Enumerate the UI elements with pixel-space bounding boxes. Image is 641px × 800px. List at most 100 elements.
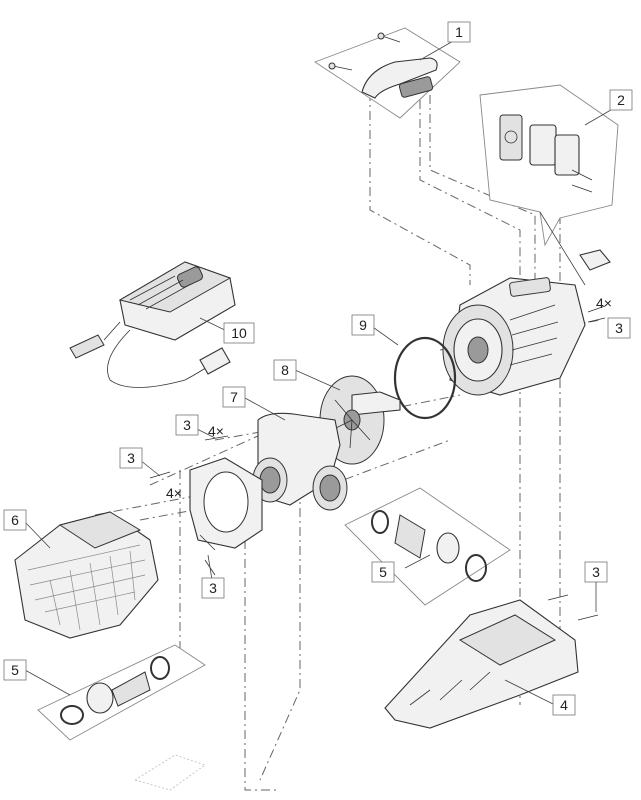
callout-5-right: 5 xyxy=(379,564,387,580)
callout-1: 1 xyxy=(455,24,463,40)
callout-10: 10 xyxy=(231,325,247,341)
control-box-ribs xyxy=(129,275,192,310)
callout-7-box xyxy=(222,386,246,408)
callout-9: 9 xyxy=(359,317,367,333)
leader-8 xyxy=(294,369,341,391)
callout-3-left-b: 3 xyxy=(127,450,135,466)
flange-screw-d xyxy=(204,435,229,441)
callout-10-box xyxy=(223,322,255,344)
leader-6 xyxy=(24,521,51,549)
leader-3b xyxy=(139,459,161,477)
callout-9-box xyxy=(351,314,375,336)
callout-1-box xyxy=(447,21,471,43)
housing-outlet-bore xyxy=(259,466,281,494)
inset-screw-b xyxy=(571,184,593,193)
callout-3-top-right-box xyxy=(584,561,608,583)
callout-7: 7 xyxy=(230,389,238,405)
plug-cable xyxy=(103,321,121,341)
base-slots xyxy=(409,671,491,706)
base-screw-b xyxy=(577,614,599,621)
callout-3-left-a: 3 xyxy=(183,417,191,433)
callout-5-left: 5 xyxy=(11,662,19,678)
callout-8-box xyxy=(273,359,297,381)
callout-3-left-a-box xyxy=(175,414,199,436)
part-10-control-box xyxy=(69,261,236,388)
motor-screw-b xyxy=(587,317,606,323)
handle-screw-left xyxy=(332,65,353,71)
mains-plug xyxy=(199,347,231,375)
seal-ring-left xyxy=(150,656,170,680)
flange-screw-c xyxy=(149,471,171,479)
inset-bracket xyxy=(529,124,557,166)
handle-body xyxy=(361,57,438,99)
connector-panel-right xyxy=(344,487,511,606)
inset-cover xyxy=(554,134,580,176)
inset-pointer xyxy=(539,211,586,286)
callout-4x-left-b: 4× xyxy=(166,485,182,501)
hose-clip-left xyxy=(60,705,84,725)
handle-screw-left-head xyxy=(328,62,336,70)
handle-clip xyxy=(398,76,434,98)
callout-6: 6 xyxy=(11,512,19,528)
flange-screw-a xyxy=(199,534,216,551)
inset-screw-a xyxy=(571,169,593,181)
leader-5-left xyxy=(24,669,71,696)
o-ring xyxy=(393,336,457,420)
part-4-base xyxy=(384,594,599,729)
handle-screw-top-head xyxy=(377,32,385,40)
callout-6-box xyxy=(3,509,27,531)
motor-screw-a xyxy=(587,305,606,313)
flange-opening xyxy=(203,471,249,533)
callout-3-right-mid-box xyxy=(607,317,631,339)
hose-tail-right xyxy=(394,514,426,559)
leader-3c xyxy=(207,554,213,581)
faint-outline xyxy=(134,754,206,791)
leader-1 xyxy=(419,39,456,61)
union-nut-right xyxy=(436,532,460,564)
part-9-o-ring xyxy=(393,336,457,420)
cable-gland xyxy=(579,249,611,271)
base-body xyxy=(384,599,579,729)
cable-plug xyxy=(69,334,105,359)
housing-side-outlet-bore xyxy=(319,474,341,502)
impeller-shaft xyxy=(351,391,401,416)
leader-lines xyxy=(24,39,617,706)
leader-9 xyxy=(369,324,399,346)
motor-top-cap xyxy=(509,277,551,297)
callout-3-left-c-box xyxy=(201,577,225,599)
base-screw-a xyxy=(547,594,569,601)
base-top xyxy=(458,614,557,666)
callout-3-left-c: 3 xyxy=(209,580,217,596)
motor-ribs xyxy=(509,304,559,366)
callout-5-left-box xyxy=(3,659,27,681)
part-7-pump-housing xyxy=(252,412,348,511)
callout-4: 4 xyxy=(560,697,568,713)
callout-2-box xyxy=(609,89,633,111)
callout-8: 8 xyxy=(281,362,289,378)
leader-4 xyxy=(504,679,556,706)
inset-gasket xyxy=(499,114,523,161)
callout-3-right-mid: 3 xyxy=(615,320,623,336)
hose-clip-right xyxy=(465,554,487,582)
motor-housing xyxy=(442,277,606,396)
basket-top xyxy=(58,511,142,549)
callout-4x-left-a: 4× xyxy=(208,423,224,439)
part-2-detail-inset xyxy=(479,84,619,286)
callouts: 1 2 10 9 8 7 4× 3 3 4× 3 4× 6 3 5 3 5 4 xyxy=(3,21,633,716)
motor-shaft-hole xyxy=(467,336,489,364)
basket-mesh xyxy=(27,544,146,631)
callout-4x-right: 4× xyxy=(596,295,612,311)
impeller-vanes xyxy=(331,399,371,449)
hose-tail-left xyxy=(111,671,151,707)
power-cable xyxy=(107,329,211,388)
part-5-connector-set-right xyxy=(344,487,511,606)
leader-5-right xyxy=(404,554,431,569)
flange-plate xyxy=(149,435,263,576)
callout-3-left-b-box xyxy=(119,447,143,469)
inset-gasket-hole xyxy=(504,130,518,144)
faint-bottom-part xyxy=(134,754,206,791)
part-6-filter-basket xyxy=(14,511,159,639)
part-5-connector-set-left xyxy=(37,644,206,741)
union-nut-left xyxy=(86,682,114,714)
